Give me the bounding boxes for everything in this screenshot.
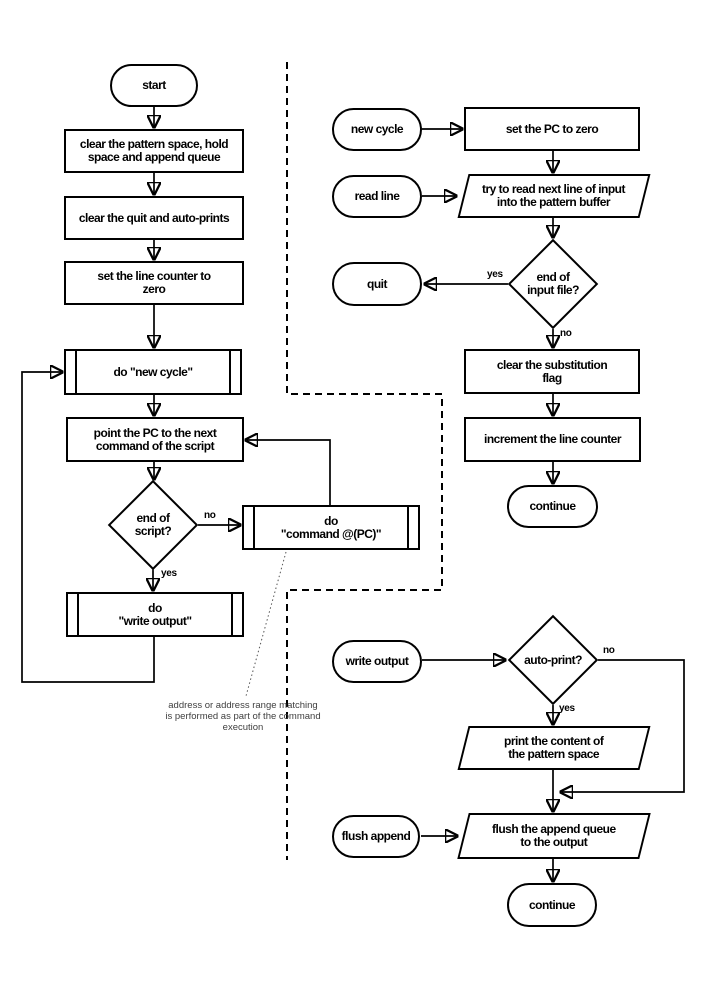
terminal-start-label: start: [142, 78, 166, 92]
terminal-new-cycle-label: new cycle: [350, 122, 404, 136]
subroutine-bar-right: [407, 505, 409, 550]
subroutine-do-new-cycle: do "new cycle": [64, 349, 242, 395]
process-clear-flags-label: clear the quit and auto-prints: [78, 210, 230, 225]
process-set-line-counter: set the line counter to zero: [64, 261, 244, 305]
subroutine-do-write-output: do "write output": [66, 592, 244, 637]
subroutine-do-command: do "command @(PC)": [242, 505, 420, 550]
edge-label-input-no: no: [560, 328, 572, 339]
subroutine-bar-left: [77, 592, 79, 637]
terminal-quit: quit: [332, 262, 422, 306]
decision-end-of-script-label: end of script?: [134, 511, 172, 538]
process-set-line-counter-label: set the line counter to zero: [97, 269, 211, 296]
edge-label-script-yes: yes: [161, 568, 177, 579]
annotation-leader-line: [245, 551, 287, 697]
edge-write-output-loop: [21, 372, 155, 683]
subroutine-bar-right: [231, 592, 233, 637]
edge-label-script-no: no: [204, 510, 216, 521]
subroutine-do-new-cycle-label: do "new cycle": [113, 364, 193, 379]
decision-auto-print: auto-print?: [507, 614, 599, 706]
terminal-read-line-label: read line: [354, 189, 400, 203]
decision-end-of-input-label: end of input file?: [527, 270, 579, 297]
process-clear-spaces-label: clear the pattern space, hold space and …: [79, 137, 229, 164]
terminal-new-cycle: new cycle: [332, 108, 422, 151]
io-print-pattern-space-label: print the content of the pattern space: [504, 734, 604, 761]
decision-auto-print-label: auto-print?: [524, 652, 582, 667]
terminal-continue-bottom-label: continue: [529, 897, 576, 912]
process-clear-flags: clear the quit and auto-prints: [64, 196, 244, 240]
terminal-continue-top-label: continue: [529, 499, 577, 513]
io-print-pattern-space: print the content of the pattern space: [457, 726, 651, 770]
terminal-continue-bottom: continue: [507, 883, 597, 927]
subroutine-do-write-output-label: do "write output": [118, 600, 192, 628]
subroutine-bar-left: [75, 349, 77, 395]
terminal-flush-append-label: flush append: [341, 829, 411, 843]
edge-label-autoprint-yes: yes: [559, 703, 575, 714]
process-clear-substitution-flag: clear the substitution flag: [464, 349, 640, 394]
edge-label-autoprint-no: no: [603, 645, 615, 656]
io-flush-append-queue: flush the append queue to the output: [457, 813, 651, 859]
terminal-write-output: write output: [332, 640, 422, 683]
edge-auto-print-no-branch: [562, 659, 685, 792]
subroutine-bar-left: [253, 505, 255, 550]
process-increment-line-counter: increment the line counter: [464, 417, 641, 462]
process-set-pc-zero: set the PC to zero: [464, 107, 640, 151]
subroutine-do-command-label: do "command @(PC)": [280, 513, 382, 541]
io-flush-append-queue-label: flush the append queue to the output: [492, 822, 616, 849]
process-clear-spaces: clear the pattern space, hold space and …: [64, 129, 244, 173]
process-point-pc: point the PC to the next command of the …: [66, 417, 244, 462]
terminal-write-output-label: write output: [345, 654, 409, 668]
subroutine-bar-right: [229, 349, 231, 395]
annotation-note: address or address range matching is per…: [165, 700, 321, 733]
decision-end-of-input: end of input file?: [507, 238, 599, 330]
process-increment-line-counter-label: increment the line counter: [483, 432, 622, 446]
terminal-continue-top: continue: [507, 485, 598, 528]
process-clear-substitution-flag-label: clear the substitution flag: [496, 357, 608, 385]
dashed-boundary-line: [286, 62, 443, 860]
edge-do-command-to-point-pc: [247, 440, 331, 505]
terminal-quit-label: quit: [367, 276, 388, 291]
terminal-flush-append: flush append: [332, 815, 420, 858]
io-try-read-line: try to read next line of input into the …: [457, 174, 651, 218]
io-try-read-line-label: try to read next line of input into the …: [482, 182, 626, 209]
edge-label-input-yes: yes: [487, 269, 503, 280]
decision-end-of-script: end of script?: [107, 479, 199, 571]
terminal-start: start: [110, 64, 198, 107]
terminal-read-line: read line: [332, 175, 422, 218]
process-set-pc-zero-label: set the PC to zero: [505, 121, 599, 136]
process-point-pc-label: point the PC to the next command of the …: [93, 425, 217, 453]
